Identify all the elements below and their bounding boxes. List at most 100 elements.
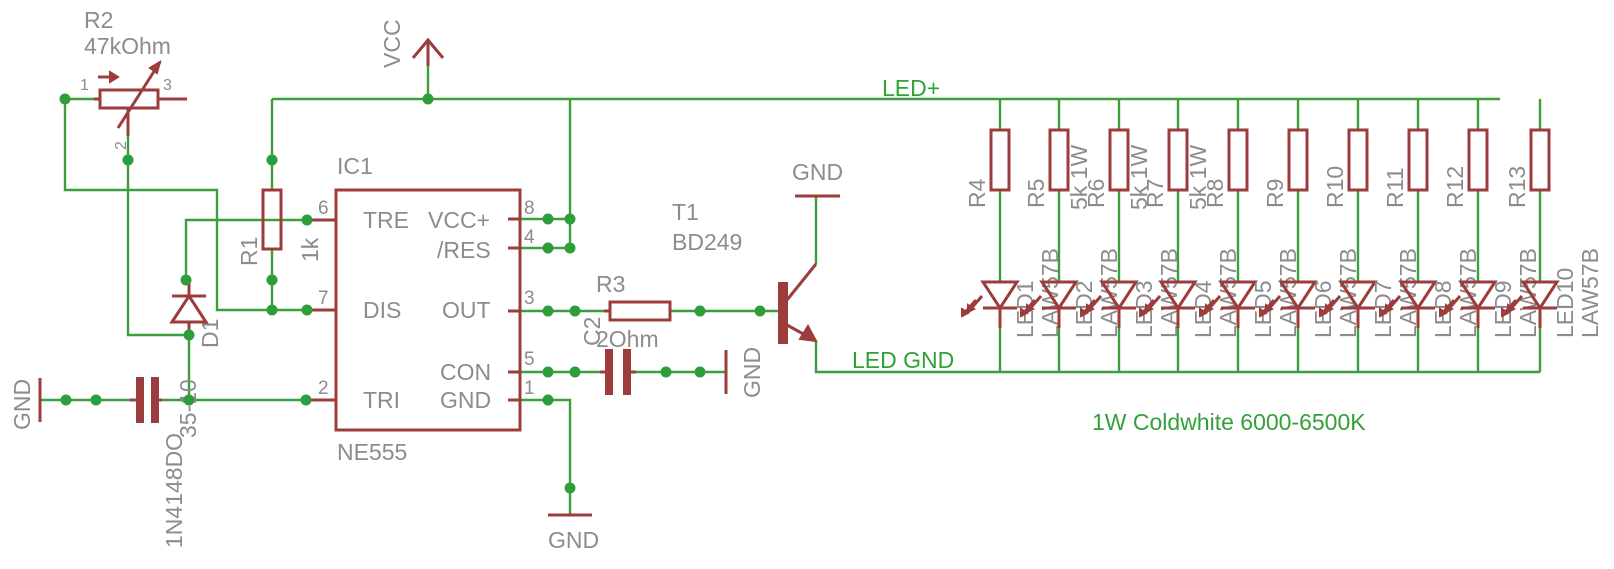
- junction-dot: [122, 154, 134, 166]
- r2-pin3-number: 3: [163, 77, 172, 94]
- r2-potentiometer: R2 47kOhm 1 3 2: [80, 7, 187, 150]
- ic1-pin-dis: DIS: [363, 297, 401, 323]
- led-arrowheads: [1199, 303, 1214, 318]
- junction-dot: [60, 394, 72, 406]
- junction-dot: [542, 213, 554, 225]
- gnd-transistor-label: GND: [792, 159, 843, 185]
- junction-dot: [422, 93, 434, 105]
- ic1-pin-vcc: VCC+: [428, 207, 490, 233]
- resistor-r9: [1287, 128, 1309, 192]
- resistor-r10: [1347, 128, 1369, 192]
- led-cathode: [1102, 306, 1136, 328]
- junction-dots: [59, 93, 766, 494]
- t1-name: T1: [672, 199, 699, 225]
- vcc-symbol: VCC: [379, 19, 445, 68]
- junction-dot: [301, 214, 313, 226]
- c3-capacitor: [130, 377, 162, 423]
- junction-dot: [300, 394, 312, 406]
- t1-value: BD249: [672, 229, 742, 255]
- junction-dot: [564, 242, 576, 254]
- led-cathode: [1341, 306, 1375, 328]
- r3-name: R3: [596, 271, 625, 297]
- d1-diode: D1 1N4148DO 35-10: [161, 280, 223, 548]
- resistor-value: 5k 1W: [1185, 145, 1211, 210]
- net-label-led-gnd: LED GND: [852, 347, 954, 373]
- ic1-pinnum-8: 8: [524, 198, 535, 219]
- net-label-led-plus: LED+: [882, 75, 940, 101]
- junction-dot: [564, 213, 576, 225]
- ic1-pinnum-3: 3: [524, 288, 535, 309]
- d1-name: D1: [197, 319, 223, 348]
- resistor-r7: [1167, 128, 1189, 192]
- resistor-name: R7: [1142, 179, 1168, 208]
- led-symbol: [1520, 280, 1560, 311]
- r2-pin1-number: 1: [80, 77, 89, 94]
- junction-dot: [266, 304, 278, 316]
- resistor-name: R10: [1322, 166, 1348, 208]
- junction-dot: [694, 366, 706, 378]
- junction-dot: [542, 394, 554, 406]
- junction-dot: [542, 366, 554, 378]
- led-symbol: [1458, 280, 1498, 311]
- led-symbol: [1158, 280, 1198, 311]
- wire-pin4-link: [508, 219, 572, 250]
- ic1-name: IC1: [337, 153, 373, 179]
- junction-dot: [542, 242, 554, 254]
- r2-name: R2: [84, 7, 113, 33]
- junction-dot: [660, 366, 672, 378]
- junction-dot: [564, 482, 576, 494]
- r1-resistor: R1 1k: [236, 188, 323, 266]
- resistor-r5: [1048, 128, 1070, 192]
- led-symbol: [1278, 280, 1318, 311]
- resistor-name: R4: [964, 178, 990, 208]
- resistor-r12: [1467, 128, 1489, 192]
- ic1-pin-tri: TRI: [363, 387, 400, 413]
- resistor-name: R12: [1442, 166, 1468, 208]
- junction-dot: [90, 394, 102, 406]
- r3-resistor: R3 2Ohm: [596, 271, 672, 352]
- junction-dot: [183, 394, 195, 406]
- resistor-r8: [1227, 128, 1249, 192]
- junction-dot: [59, 93, 71, 105]
- junction-dot: [754, 305, 766, 317]
- led-cathode: [1042, 306, 1076, 328]
- resistor-value: 5k 1W: [1066, 145, 1092, 210]
- junction-dot: [569, 366, 581, 378]
- c2-name: C2: [579, 317, 605, 346]
- resistor-value: 5k 1W: [1126, 145, 1152, 210]
- gnd-con-symbol: GND: [724, 347, 765, 398]
- wire-r2-wiper: [126, 136, 189, 337]
- gnd-con-label: GND: [739, 347, 765, 398]
- resistor-r4: [989, 128, 1011, 192]
- wire-r2-loop: [63, 99, 272, 312]
- ic1-ne555: IC1 NE555 TRE DIS TRI VCC+ /RES OUT CON …: [306, 153, 535, 465]
- resistor-name: R6: [1083, 179, 1109, 208]
- d1-value: 1N4148DO: [161, 433, 187, 548]
- led-cathode: [1523, 306, 1557, 328]
- vcc-label: VCC: [379, 19, 405, 68]
- junction-dot: [180, 274, 192, 286]
- junction-dot: [694, 305, 706, 317]
- r1-name: R1: [236, 237, 262, 266]
- ic1-pin-out: OUT: [442, 297, 491, 323]
- c3-value: 35-10: [175, 379, 201, 438]
- r3-value: 2Ohm: [596, 326, 659, 352]
- led-cathode: [1161, 306, 1195, 328]
- resistor-name: R5: [1023, 179, 1049, 208]
- led-cathode: [983, 306, 1017, 328]
- junction-dot: [542, 305, 554, 317]
- wire-pin1-gnd: [508, 398, 572, 515]
- resistor-name: R8: [1202, 179, 1228, 208]
- c2-capacitor: C2: [579, 317, 636, 395]
- led-symbol: [1398, 280, 1438, 311]
- led-arrowheads: [1259, 303, 1274, 318]
- led-symbol: [1218, 280, 1258, 311]
- ic1-pin-gnd: GND: [440, 387, 491, 413]
- gnd-bottom-label: GND: [548, 527, 599, 553]
- r2-value: 47kOhm: [84, 33, 171, 59]
